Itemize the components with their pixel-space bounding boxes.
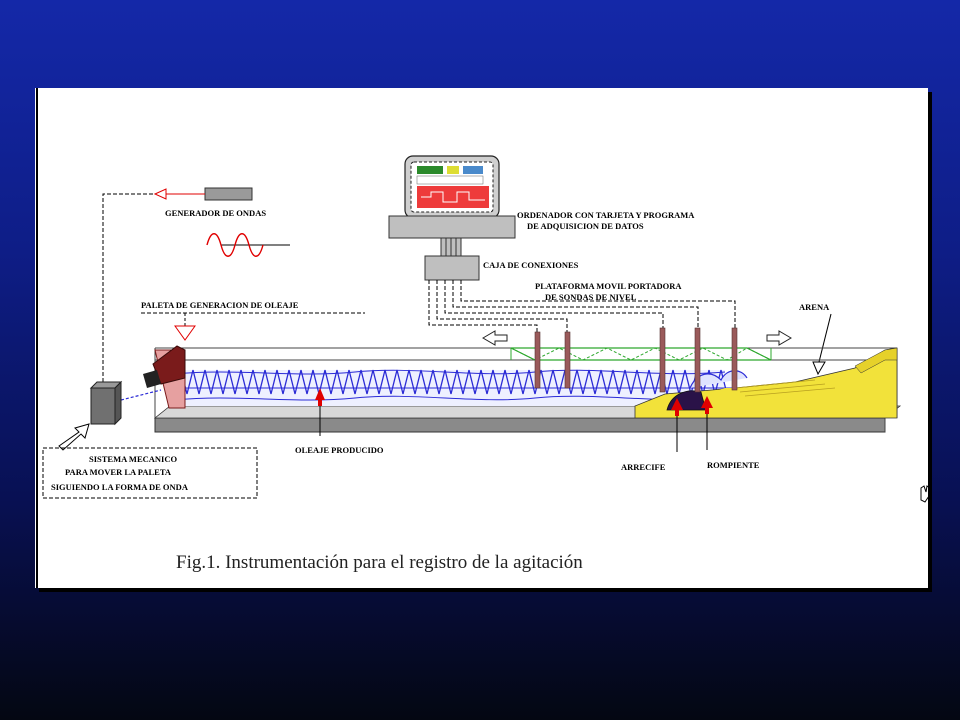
computer-base (388, 215, 516, 239)
mechanical-system: SISTEMA MECANICO PARA MOVER LA PALETA SI… (42, 380, 258, 499)
wave-flume (153, 347, 902, 433)
probe-1 (534, 331, 541, 389)
sine-wave-icon (206, 233, 290, 257)
cursor-hand-icon (920, 485, 928, 503)
mobile-platform (510, 347, 772, 361)
computer-label-2: DE ADQUISICION DE DATOS (527, 221, 644, 231)
sand-label: ARENA (799, 302, 830, 312)
paddle-label: PALETA DE GENERACION DE OLEAJE (141, 300, 299, 310)
reef-marker: ARRECIFE (621, 398, 683, 472)
junction-box-label: CAJA DE CONEXIONES (483, 260, 579, 270)
waves-produced-marker: OLEAJE PRODUCIDO (295, 388, 384, 455)
reef-label: ARRECIFE (621, 462, 666, 472)
wave-paddle (120, 345, 186, 409)
paddle-label-group: PALETA DE GENERACION DE OLEAJE (141, 300, 365, 341)
probe-2 (564, 331, 571, 389)
wave-generator-label: GENERADOR DE ONDAS (165, 208, 266, 218)
probe-4 (694, 327, 701, 393)
junction-box: CAJA DE CONEXIONES (424, 255, 736, 338)
figure-caption: Fig.1. Instrumentación para el registro … (176, 552, 583, 573)
signal-arrow-icon (153, 188, 167, 200)
breaker-label: ROMPIENTE (707, 460, 760, 470)
wave-generator: GENERADOR DE ONDAS (102, 187, 290, 385)
mech-label-3: SIGUIENDO LA FORMA DE ONDA (51, 482, 189, 492)
platform-label-2: DE SONDAS DE NIVEL (545, 292, 637, 302)
mech-label-1: SISTEMA MECANICO (89, 454, 177, 464)
arrow-left-icon (482, 330, 508, 346)
probe-3 (659, 327, 666, 393)
arrow-right-icon (766, 330, 792, 346)
platform-label-1: PLATAFORMA MOVIL PORTADORA (535, 281, 682, 291)
mech-label-2: PARA MOVER LA PALETA (65, 467, 172, 477)
figure-panel: GENERADOR DE ONDAS PALETA DE GENERACION … (35, 88, 928, 588)
probe-5 (731, 327, 738, 391)
wave-train (174, 368, 728, 395)
computer: ORDENADOR CON TARJETA Y PROGRAMA DE ADQU… (388, 155, 695, 257)
waves-produced-label: OLEAJE PRODUCIDO (295, 445, 384, 455)
computer-label-1: ORDENADOR CON TARJETA Y PROGRAMA (517, 210, 695, 220)
wave-flume-diagram: GENERADOR DE ONDAS PALETA DE GENERACION … (36, 88, 928, 588)
breaker-marker: ROMPIENTE (701, 396, 760, 470)
level-probes (534, 327, 738, 393)
